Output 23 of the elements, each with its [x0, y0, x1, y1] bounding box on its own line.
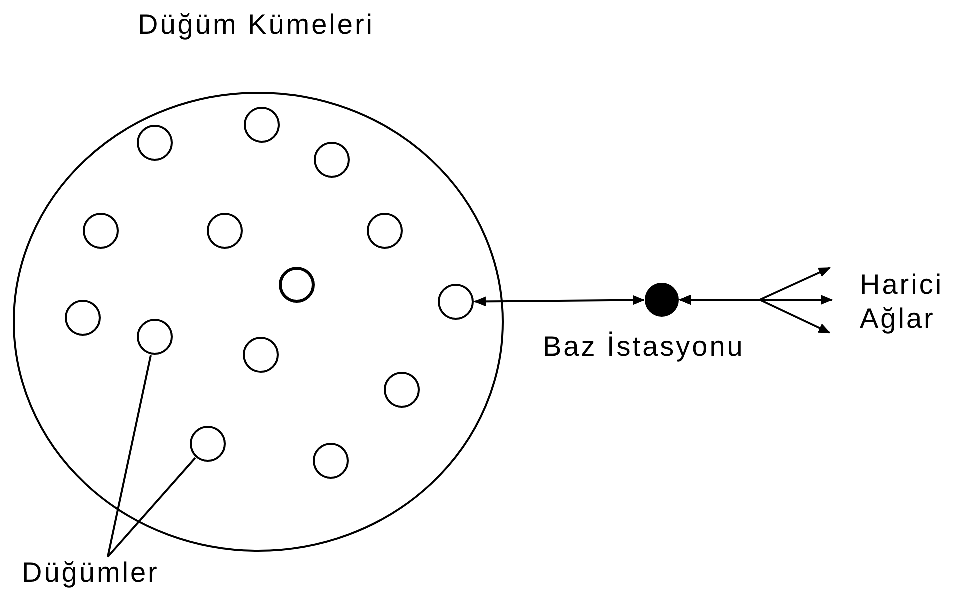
node-circle — [65, 300, 101, 336]
node-label: Harici Ağlar — [830, 268, 962, 336]
node-circle — [137, 125, 173, 161]
node-circle — [207, 213, 243, 249]
node-circle — [313, 443, 349, 479]
node-circle — [438, 284, 474, 320]
cluster-title: Düğüm Kümeleri — [138, 8, 375, 42]
node-circle — [244, 107, 280, 143]
leader-line — [107, 458, 196, 558]
node-circle — [243, 337, 279, 373]
leader-line — [107, 355, 152, 558]
node-label: Düğümler — [22, 556, 160, 590]
node-circle — [279, 267, 315, 303]
node-circle — [137, 319, 173, 355]
arrow — [679, 295, 831, 334]
node-circle — [83, 213, 119, 249]
arrow — [474, 295, 645, 307]
node-circle — [314, 142, 350, 178]
station-caption: Baz İstasyonu — [543, 330, 745, 364]
node-circle — [190, 426, 226, 462]
node-circle — [367, 213, 403, 249]
base-station-dot — [645, 283, 679, 317]
node-circle — [384, 372, 420, 408]
